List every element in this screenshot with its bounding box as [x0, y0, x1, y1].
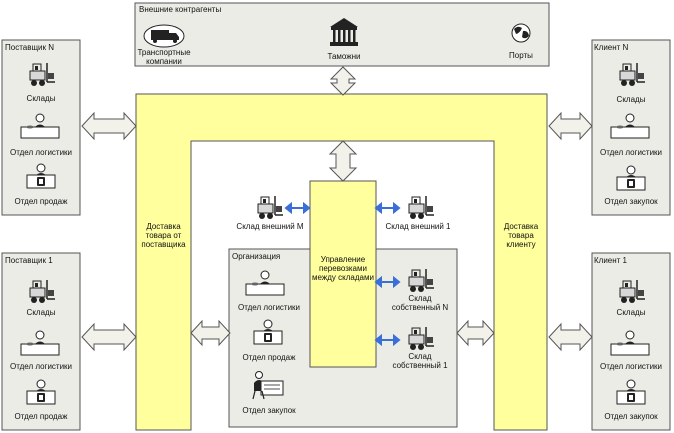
center-management-box	[309, 180, 377, 368]
supplier-n-sales-label: Отдел продаж	[14, 197, 68, 206]
client-1-purchases-label: Отдел закупок	[604, 412, 658, 421]
supplier-1-warehouses-label: Склады	[26, 308, 56, 317]
arrow-band-client-1	[548, 322, 593, 352]
forklift-icon	[257, 195, 284, 220]
client-n-warehouses-label: Склады	[616, 95, 646, 104]
organization-title: Организация	[232, 252, 281, 261]
arrow-band-center	[328, 140, 358, 182]
arrow-external-band	[329, 66, 357, 96]
external-warehouse-1-label: Склад внешний 1	[385, 222, 451, 231]
arrow-supplier-1-band	[81, 322, 137, 352]
delivery-to-client-label: Доставка товара клиенту	[503, 222, 539, 249]
external-contractors-title: Внешние контрагенты	[139, 5, 222, 14]
client-1-logistics-label: Отдел логистики	[599, 362, 663, 371]
arrow-band-org-left	[190, 319, 231, 347]
org-sales-label: Отдел продаж	[242, 353, 296, 362]
supplier-n-title: Поставщик N	[5, 43, 55, 52]
own-warehouse-1-label: Склад собственный 1	[392, 352, 448, 370]
delivery-band	[135, 93, 548, 431]
client-n-logistics-label: Отдел логистики	[599, 148, 663, 157]
external-warehouse-m-label: Склад внешний M	[236, 222, 304, 231]
own-warehouse-n-label: Склад собственный N	[391, 294, 449, 312]
client-1-title: Клиент 1	[594, 256, 627, 265]
supplier-n-logistics-label: Отдел логистики	[9, 148, 73, 157]
customs-building-icon	[330, 18, 358, 46]
supplier-1-title: Поставщик 1	[5, 256, 53, 265]
center-management-label: Управление перевозками между складами	[312, 255, 374, 282]
supplier-1-logistics-label: Отдел логистики	[9, 362, 73, 371]
arrow-band-client-n	[548, 111, 593, 141]
globe-icon	[511, 23, 531, 43]
customs-label: Таможни	[327, 52, 361, 61]
supplier-1-sales-label: Отдел продаж	[14, 412, 68, 421]
client-n-purchases-label: Отдел закупок	[604, 197, 658, 206]
external-contractors-box	[134, 2, 550, 67]
ports-label: Порты	[509, 51, 533, 60]
arrow-supplier-n-band	[81, 111, 137, 141]
arrow-org-band-right	[456, 319, 495, 347]
client-1-warehouses-label: Склады	[616, 308, 646, 317]
org-logistics-label: Отдел логистики	[237, 303, 301, 312]
client-n-title: Клиент N	[594, 43, 629, 52]
forklift-icon	[408, 195, 435, 220]
supplier-n-warehouses-label: Склады	[26, 94, 56, 103]
transport-truck-icon	[143, 24, 185, 48]
delivery-from-supplier-label: Доставка товара от поставщика	[141, 222, 186, 249]
org-purchases-label: Отдел закупок	[242, 406, 296, 415]
transport-label: Транспортные компании	[137, 48, 191, 66]
